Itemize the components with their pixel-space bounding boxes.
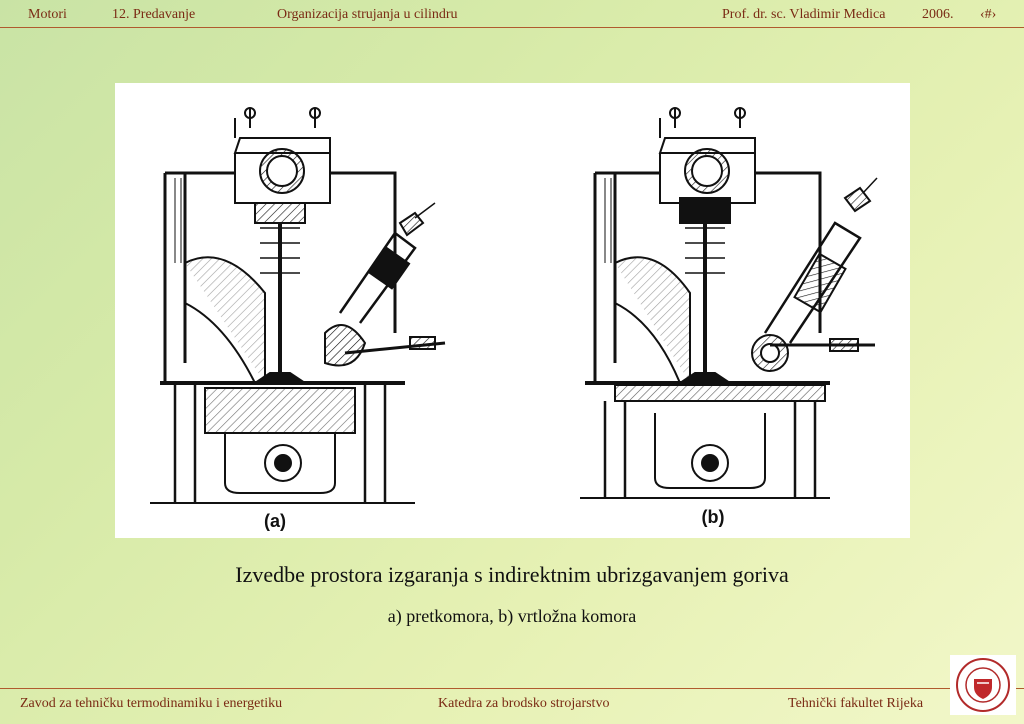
drawing-a-prechamber xyxy=(150,107,446,504)
slide-header: Motori 12. Predavanje Organizacija struj… xyxy=(0,0,1024,28)
footer-rule xyxy=(0,688,1024,689)
label-a: (a) xyxy=(264,511,286,531)
label-b: (b) xyxy=(702,507,725,527)
engine-figure: (a) xyxy=(115,83,910,538)
header-course: Motori xyxy=(28,7,67,22)
footer-left: Zavod za tehničku termodinamiku i energe… xyxy=(20,696,283,711)
footer-center: Katedra za brodsko strojarstvo xyxy=(438,696,610,711)
header-slide-number: ‹#› xyxy=(980,7,997,22)
caption-title: Izvedbe prostora izgaranja s indirektnim… xyxy=(235,562,789,587)
engine-cross-section-icon: (a) xyxy=(150,107,878,531)
university-logo xyxy=(950,655,1016,715)
header-topic: Organizacija strujanja u cilindru xyxy=(277,7,458,22)
university-seal-icon xyxy=(950,655,1016,715)
drawing-b-swirl-chamber xyxy=(580,107,878,499)
header-year: 2006. xyxy=(922,7,954,22)
caption-subtitle: a) pretkomora, b) vrtložna komora xyxy=(387,606,637,626)
footer-right: Tehnički fakultet Rijeka xyxy=(788,696,924,711)
header-lecture: 12. Predavanje xyxy=(112,7,196,22)
header-author: Prof. dr. sc. Vladimir Medica xyxy=(722,7,886,22)
header-rule xyxy=(0,27,1024,28)
